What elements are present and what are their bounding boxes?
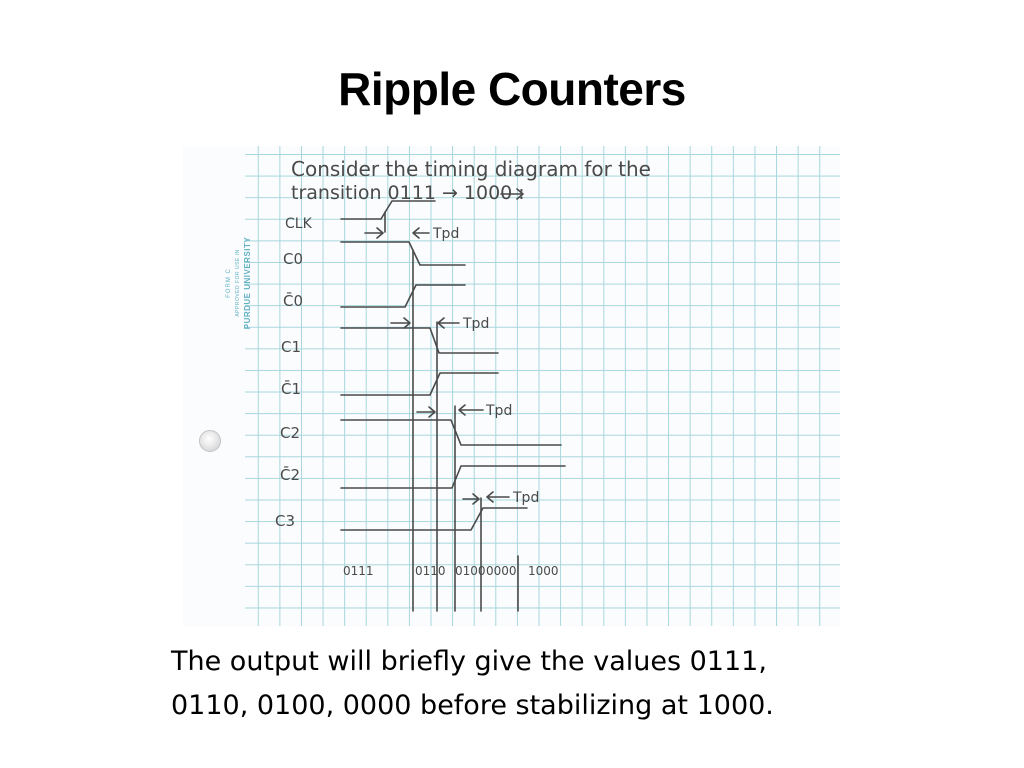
slide-caption: The output will briefly give the values … xyxy=(171,640,911,728)
signal-label-c1: C1 xyxy=(281,338,301,356)
state-label: 0000 xyxy=(486,564,517,578)
signal-label-c0: C0 xyxy=(283,250,303,268)
tpd-arrow xyxy=(437,317,460,329)
state-label: 0111 xyxy=(343,564,374,578)
signal-label-c1bar: C̄1 xyxy=(281,379,301,398)
tpd-label: Tpd xyxy=(462,316,489,332)
timing-diagram: Consider the timing diagram for the tran… xyxy=(275,157,651,612)
diagram-heading-line2: transition 0111 → 1000 : xyxy=(291,182,525,204)
c2-waveform xyxy=(340,419,562,446)
punch-hole xyxy=(199,430,221,452)
state-label: 0110 xyxy=(415,564,446,578)
caption-line-1: The output will briefly give the values … xyxy=(171,646,767,677)
tpd-arrow xyxy=(458,404,484,416)
tpd-label: Tpd xyxy=(432,226,459,242)
tpd-arrow xyxy=(390,317,411,329)
tpd-arrow xyxy=(364,227,384,239)
tpd-arrow xyxy=(416,406,436,418)
c2bar-waveform xyxy=(340,465,566,489)
c1-waveform xyxy=(340,327,499,354)
clk-waveform xyxy=(340,200,436,220)
state-label: 1000 xyxy=(528,564,559,578)
heading-arrow xyxy=(500,188,524,200)
slide-title: Ripple Counters xyxy=(338,63,686,115)
signal-label-c0bar: C̄0 xyxy=(283,291,303,310)
signal-label-c3: C3 xyxy=(275,512,295,530)
state-label: 0100 xyxy=(455,564,486,578)
tpd-label: Tpd xyxy=(485,403,512,419)
notebook-margin xyxy=(183,146,245,626)
signal-label-c2bar: C̄2 xyxy=(280,465,300,484)
tpd-arrow xyxy=(462,493,480,505)
c3-waveform xyxy=(340,507,528,531)
signal-label-clk: CLK xyxy=(285,216,313,232)
tpd-arrow xyxy=(412,227,430,239)
diagram-heading-line1: Consider the timing diagram for the xyxy=(291,157,651,181)
caption-line-2: 0110, 0100, 0000 before stabilizing at 1… xyxy=(171,690,774,721)
c0bar-waveform xyxy=(340,284,466,308)
signal-label-c2: C2 xyxy=(280,424,300,442)
c0-waveform xyxy=(340,241,466,266)
c1bar-waveform xyxy=(340,372,499,396)
tpd-arrow xyxy=(486,491,510,503)
tpd-label: Tpd xyxy=(512,490,539,506)
notebook-photo: FORM C APPROVED FOR USE IN PURDUE UNIVER… xyxy=(183,146,840,626)
